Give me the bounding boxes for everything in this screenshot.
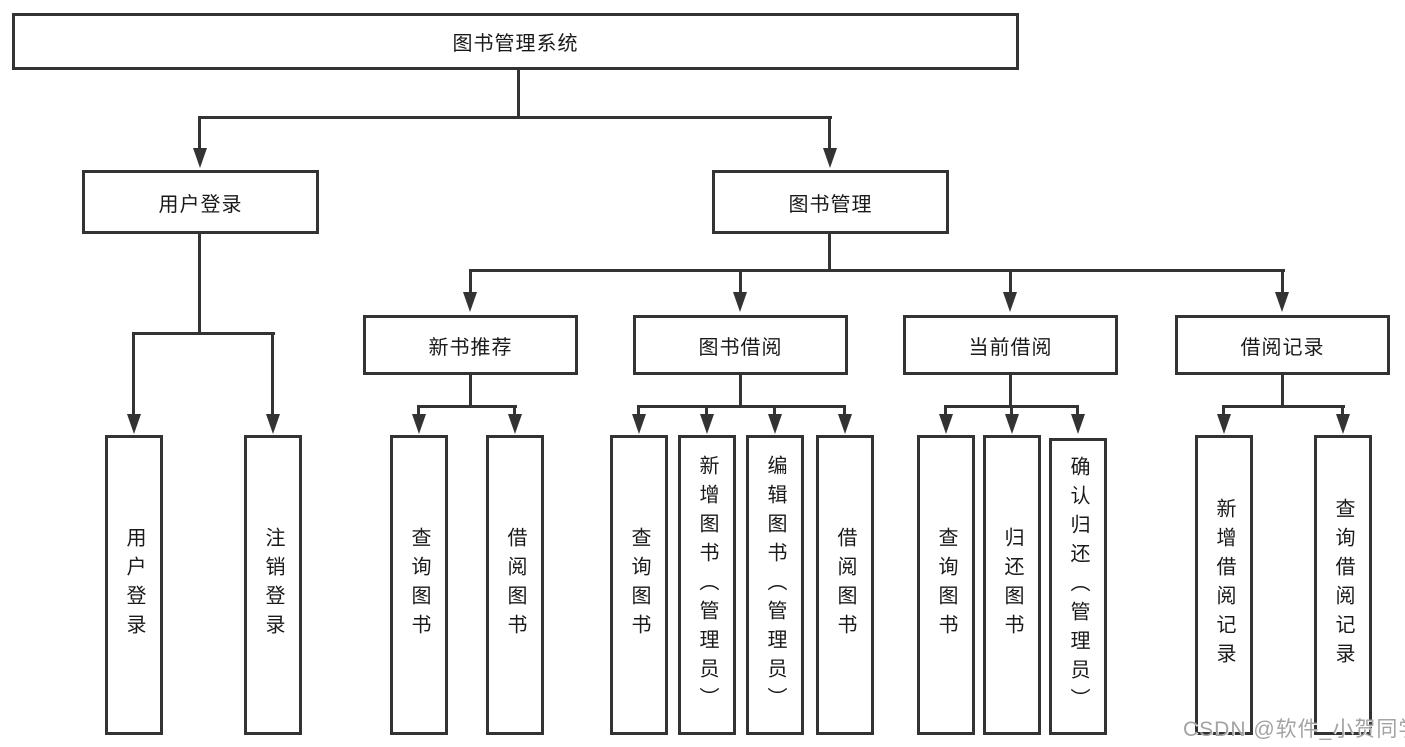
tree-line [773,405,776,417]
tree-line [417,405,517,408]
leaf-return-book-label: 归还图书 [1001,527,1023,643]
leaf-borrow-books-recommend-label: 借阅图书 [504,527,526,643]
node-user-login-label: 用户登录 [158,193,243,216]
node-book-borrow-label: 图书借阅 [698,336,783,359]
tree-line [1222,405,1225,417]
node-new-book-recommend-label: 新书推荐 [428,336,513,359]
arrow-down-icon [508,414,522,434]
leaf-confirm-return-admin-label: 确认归还（管理员） [1067,456,1089,717]
tree-line [198,116,201,151]
leaf-user-login-label: 用户登录 [123,527,145,643]
node-current-borrow: 当前借阅 [903,315,1118,375]
arrow-down-icon [412,414,426,434]
leaf-return-book: 归还图书 [983,435,1041,735]
leaf-query-books-borrow: 查询图书 [610,435,668,735]
tree-line [271,332,274,416]
arrow-down-icon [1336,414,1350,434]
tree-line [513,405,516,417]
tree-line [705,405,708,417]
arrow-down-icon [266,414,280,434]
leaf-borrow-books-recommend: 借阅图书 [486,435,544,735]
arrow-down-icon [632,414,646,434]
tree-line [1009,269,1012,294]
tree-line [1222,405,1345,408]
tree-line [198,116,832,119]
leaf-logout-label: 注销登录 [262,527,284,643]
tree-line [944,405,947,417]
node-user-login: 用户登录 [82,170,319,234]
tree-line [469,269,472,294]
leaf-borrow-books-label: 借阅图书 [834,527,856,643]
tree-line [1009,375,1012,408]
leaf-query-books-current: 查询图书 [917,435,975,735]
leaf-add-borrow-record-label: 新增借阅记录 [1213,498,1235,672]
node-root: 图书管理系统 [12,13,1019,70]
tree-line [1010,405,1013,417]
csdn-watermark: CSDN @软件_小贺同学 [1183,718,1405,741]
arrow-down-icon [700,414,714,434]
arrow-down-icon [939,414,953,434]
leaf-confirm-return-admin: 确认归还（管理员） [1049,438,1107,735]
leaf-query-books-recommend-label: 查询图书 [408,527,430,643]
arrow-down-icon [1005,414,1019,434]
leaf-user-login: 用户登录 [105,435,163,735]
node-root-label: 图书管理系统 [452,33,579,55]
tree-line [739,269,742,294]
arrow-down-icon [823,148,837,168]
tree-line [843,405,846,417]
arrow-down-icon [127,414,141,434]
leaf-query-books-current-label: 查询图书 [935,527,957,643]
tree-line [469,269,1285,272]
arrow-down-icon [768,414,782,434]
arrow-down-icon [1071,414,1085,434]
arrow-down-icon [733,292,747,312]
arrow-down-icon [838,414,852,434]
node-book-borrow: 图书借阅 [633,315,848,375]
node-borrow-record-label: 借阅记录 [1240,336,1325,359]
tree-line [828,116,831,151]
tree-line [469,375,472,408]
arrow-down-icon [193,148,207,168]
leaf-query-borrow-record-label: 查询借阅记录 [1332,498,1354,672]
node-book-management: 图书管理 [712,170,949,234]
leaf-add-borrow-record: 新增借阅记录 [1195,435,1253,735]
tree-line [132,332,135,416]
arrow-down-icon [1217,414,1231,434]
leaf-add-book-admin: 新增图书（管理员） [678,435,736,735]
node-book-management-label: 图书管理 [788,193,873,216]
arrow-down-icon [463,292,477,312]
leaf-query-books-borrow-label: 查询图书 [628,527,650,643]
tree-line [828,234,831,272]
tree-line [198,234,201,335]
tree-line [132,332,275,335]
leaf-add-book-admin-label: 新增图书（管理员） [696,454,718,716]
tree-line [417,405,420,417]
node-current-borrow-label: 当前借阅 [968,336,1053,359]
leaf-edit-book-admin-label: 编辑图书（管理员） [764,454,786,716]
leaf-query-borrow-record: 查询借阅记录 [1314,435,1372,735]
leaf-borrow-books: 借阅图书 [816,435,874,735]
tree-line [739,375,742,408]
arrow-down-icon [1275,292,1289,312]
tree-line [1341,405,1344,417]
leaf-logout: 注销登录 [244,435,302,735]
tree-line [1281,269,1284,294]
tree-line [517,70,520,118]
arrow-down-icon [1003,292,1017,312]
tree-line [637,405,846,408]
node-borrow-record: 借阅记录 [1175,315,1390,375]
tree-line [637,405,640,417]
node-new-book-recommend: 新书推荐 [363,315,578,375]
leaf-edit-book-admin: 编辑图书（管理员） [746,435,804,735]
tree-line [1281,375,1284,408]
tree-line [1076,405,1079,417]
leaf-query-books-recommend: 查询图书 [390,435,448,735]
